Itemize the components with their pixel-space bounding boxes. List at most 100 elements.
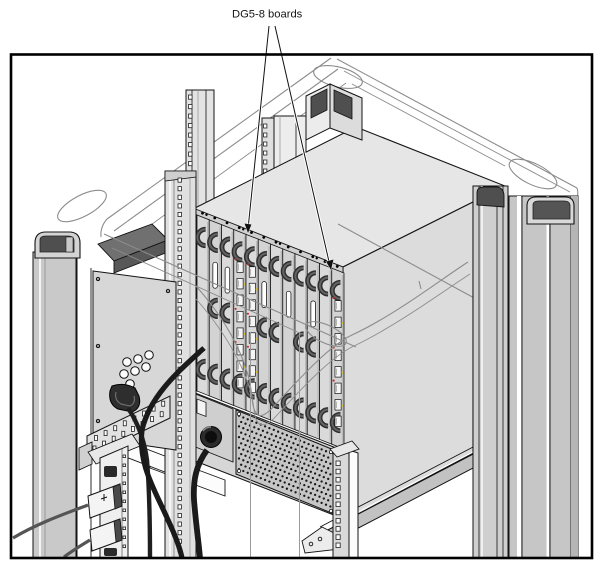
led-yellow xyxy=(243,283,246,286)
rail-hole xyxy=(122,481,126,485)
connector xyxy=(248,332,256,344)
gray-cable xyxy=(195,261,469,416)
led-yellow xyxy=(255,337,258,340)
rail-hole xyxy=(177,306,182,312)
connector xyxy=(334,300,342,312)
rail-hole xyxy=(122,490,126,494)
screw xyxy=(286,245,290,249)
connector xyxy=(236,327,244,339)
bracket-hole xyxy=(113,425,118,432)
leader-line xyxy=(247,25,270,230)
rail-hole xyxy=(188,161,193,167)
panel-slot xyxy=(310,300,316,328)
rail-hole xyxy=(177,297,182,303)
bracket-hole xyxy=(94,435,98,441)
led-red xyxy=(332,379,335,382)
led-yellow xyxy=(341,322,344,325)
screw xyxy=(213,216,217,220)
plug-cable xyxy=(63,538,91,558)
connector xyxy=(334,382,342,394)
cage-lower-panel xyxy=(189,390,345,520)
board-slot-10 xyxy=(305,255,320,440)
vent-hole xyxy=(141,362,151,372)
front-mounting-rail xyxy=(301,440,360,558)
connector xyxy=(236,261,244,273)
annotation: DG5-8 boards xyxy=(232,9,335,272)
board-slot-12 xyxy=(329,264,345,450)
rail-hole xyxy=(335,493,341,499)
thick-cable xyxy=(138,346,206,558)
rail-hole xyxy=(335,460,341,466)
screw xyxy=(311,255,315,259)
board-slot-3 xyxy=(219,221,235,407)
rail-hole xyxy=(188,104,193,110)
connector xyxy=(334,399,342,411)
rail-hole xyxy=(177,426,182,432)
rail-hole xyxy=(335,468,341,475)
connector xyxy=(236,377,244,389)
connector xyxy=(248,266,256,278)
connector xyxy=(248,315,256,328)
rail-hole xyxy=(177,435,182,441)
connector xyxy=(236,360,244,372)
bracket-hole xyxy=(122,420,127,427)
rail-hole xyxy=(177,349,182,355)
screw xyxy=(225,221,229,225)
led-yellow xyxy=(243,365,246,368)
led-yellow xyxy=(255,288,258,291)
rail-hole xyxy=(263,132,268,138)
rail-hole xyxy=(188,151,193,157)
rail-hole xyxy=(335,518,341,524)
connector xyxy=(236,344,244,356)
outlet xyxy=(104,548,117,556)
led-red xyxy=(332,297,335,300)
arrowhead xyxy=(325,258,335,272)
rail-hole xyxy=(177,383,182,389)
rail-hole xyxy=(177,323,182,329)
bracket-hole xyxy=(130,425,135,432)
led-yellow xyxy=(341,371,344,374)
board-slot-4 xyxy=(231,226,247,411)
rail-hole xyxy=(122,544,126,548)
rail-hole xyxy=(263,123,268,129)
connector xyxy=(248,348,256,361)
vent-hole xyxy=(133,354,143,364)
rail-hole xyxy=(177,487,182,493)
rear-corner-post xyxy=(305,83,363,141)
rack-top-frame-wireframe xyxy=(57,57,579,247)
rail-hole xyxy=(177,513,182,519)
rail-hole xyxy=(188,132,193,138)
connector xyxy=(334,366,342,378)
rail-hole xyxy=(335,542,341,548)
rail-hole xyxy=(177,358,182,364)
led-red xyxy=(234,307,237,310)
rail-hole xyxy=(177,401,182,407)
connector xyxy=(248,365,256,377)
rail-hole xyxy=(335,534,341,540)
figure-border xyxy=(9,53,594,560)
rail-hole xyxy=(188,142,193,148)
rail-hole xyxy=(263,159,268,165)
board-slot-6 xyxy=(256,235,271,421)
rail-hole xyxy=(188,123,193,129)
power-plug xyxy=(89,518,123,552)
rail-hole xyxy=(177,469,182,475)
rail-hole xyxy=(122,499,126,503)
rear-post-cap xyxy=(476,186,505,208)
rear-right-post xyxy=(472,185,509,558)
rail-hole xyxy=(335,509,341,516)
rail-hole xyxy=(177,272,182,278)
leader-line xyxy=(274,25,331,267)
bracket-hole xyxy=(111,435,116,442)
led-red xyxy=(246,312,249,315)
led-yellow xyxy=(341,404,344,407)
bracket-hole xyxy=(121,430,126,437)
vent-hole xyxy=(122,357,132,367)
rail-hole xyxy=(188,113,193,119)
bracket-hole xyxy=(161,400,166,407)
rail-hole xyxy=(177,495,182,501)
screw xyxy=(335,264,339,268)
rail-hole xyxy=(177,237,182,243)
